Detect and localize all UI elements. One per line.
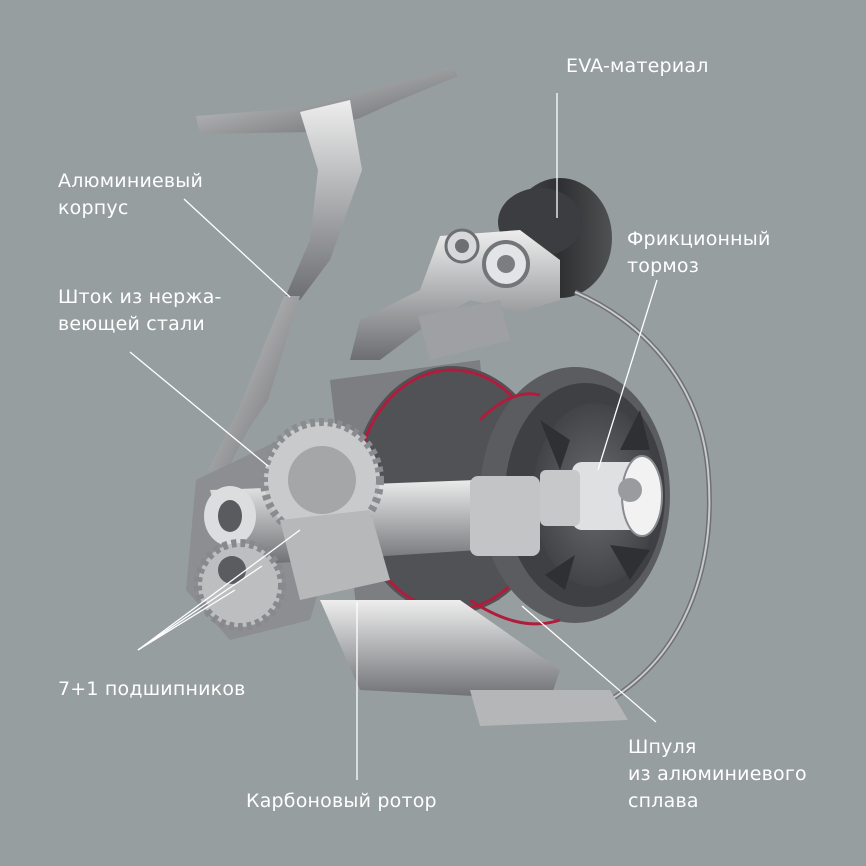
label-friction-brake: Фрикционный тормоз (627, 226, 771, 280)
label-stainless-shaft: Шток из нержа- веющей стали (58, 284, 222, 338)
label-line: Фрикционный (627, 228, 771, 250)
label-line: сплава (628, 790, 699, 812)
label-line: Шток из нержа- (58, 286, 222, 308)
handle-arm (350, 228, 560, 360)
label-line: EVA-материал (566, 55, 709, 77)
label-line: тормоз (627, 255, 700, 277)
label-line: Карбоновый ротор (246, 790, 437, 812)
label-eva-material: EVA-материал (566, 53, 709, 80)
label-aluminum-body: Алюминиевый корпус (58, 168, 203, 222)
drag-knob (540, 455, 663, 537)
label-line: веющей стали (58, 313, 205, 335)
label-bearings: 7+1 подшипников (58, 676, 246, 703)
reel-foot (196, 66, 458, 300)
label-carbon-rotor: Карбоновый ротор (246, 788, 437, 815)
label-line: Алюминиевый (58, 170, 204, 192)
gears (194, 418, 390, 631)
leader-lines (129, 93, 658, 780)
label-line: 7+1 подшипников (58, 678, 246, 700)
label-line: корпус (58, 197, 129, 219)
label-line: из алюминиевого (628, 763, 807, 785)
label-line: Шпуля (628, 736, 697, 758)
label-aluminum-spool: Шпуля из алюминиевого сплава (628, 734, 807, 815)
